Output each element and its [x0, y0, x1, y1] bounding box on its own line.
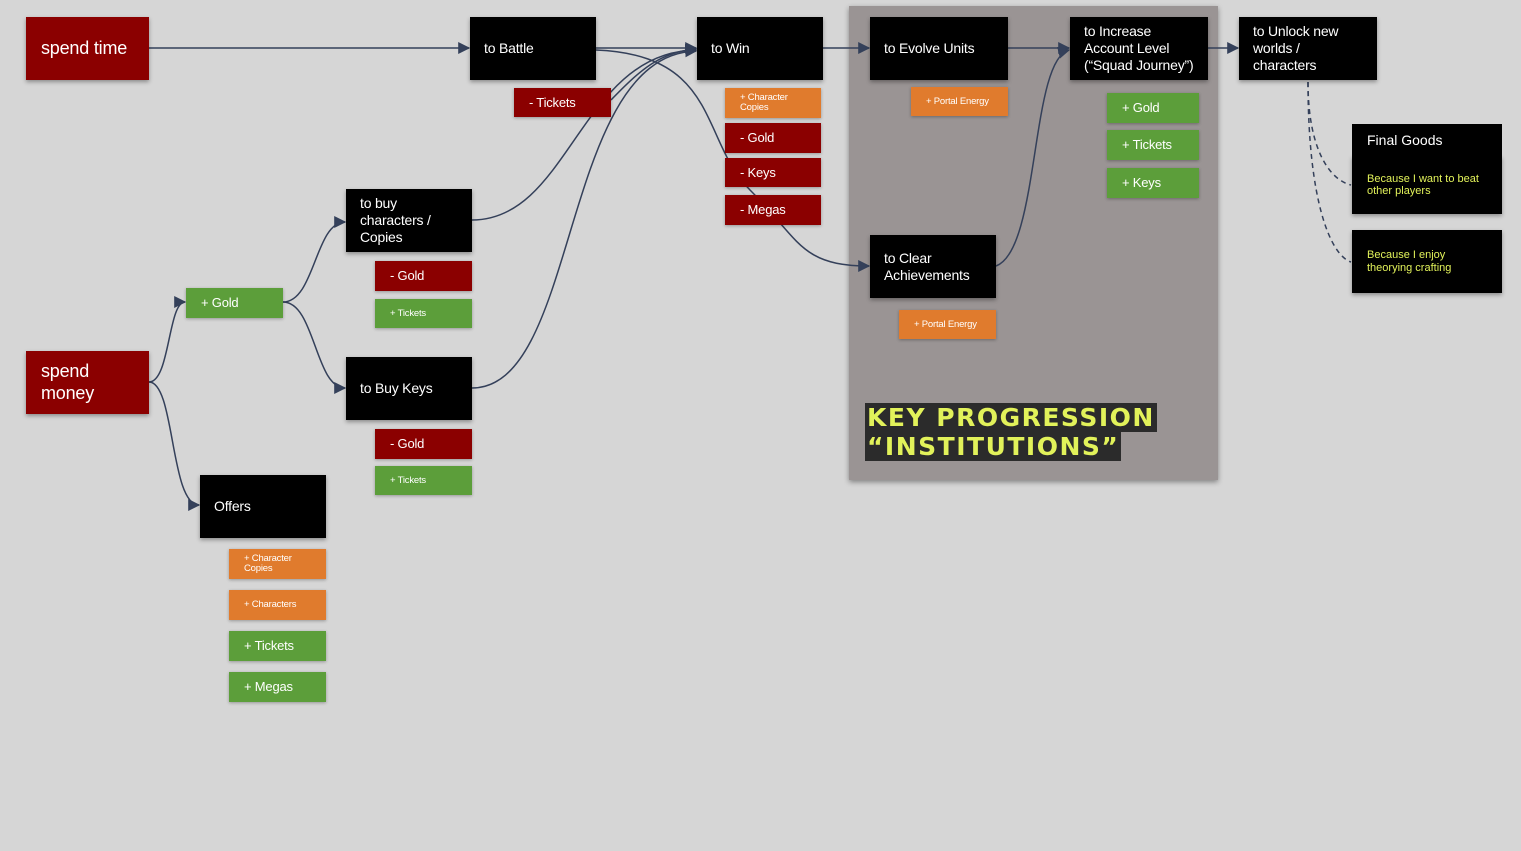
offers-megas-text: + Megas [244, 679, 293, 695]
final-goods-title: Final Goods [1352, 124, 1502, 156]
link-tickets-win [610, 43, 698, 101]
buykeys-gold-text: - Gold [390, 436, 425, 452]
offers-characters-tag: + Characters [229, 590, 326, 620]
buykeys-tickets-tag: + Tickets [375, 466, 472, 495]
offers-megas-tag: + Megas [229, 672, 326, 702]
link-money-gold [148, 296, 187, 383]
win-gold-tag: - Gold [725, 123, 821, 153]
spend-money-node[interactable]: spend money [26, 351, 149, 414]
key-progression-title: KEY PROGRESSION “INSTITUTIONS” [865, 403, 1157, 461]
to-buy-keys-label: to Buy Keys [360, 380, 433, 397]
money-gold-text: + Gold [201, 295, 239, 311]
to-evolve-units-node[interactable]: to Evolve Units [870, 17, 1008, 80]
final-goods-reason-1-text: Because I want to beat other players [1367, 172, 1479, 197]
level-tickets-tag: + Tickets [1107, 130, 1199, 160]
to-buy-keys-node[interactable]: to Buy Keys [346, 357, 472, 420]
link-buykeys-win [471, 45, 698, 389]
offers-characters-text: + Characters [244, 599, 297, 611]
link-unlock-reason1 [1307, 81, 1352, 186]
to-unlock-new-worlds-node[interactable]: to Unlock new worlds / characters [1239, 17, 1377, 80]
link-gold-buychar [282, 216, 347, 303]
to-buy-characters-node[interactable]: to buy characters / Copies [346, 189, 472, 252]
offers-character-copies-tag: + Character Copies [229, 549, 326, 579]
link-buychar-win [471, 44, 698, 221]
link-achievements-level [995, 46, 1071, 267]
battle-tickets-tag: - Tickets [514, 88, 611, 117]
level-keys-tag: + Keys [1107, 168, 1199, 198]
to-battle-node[interactable]: to Battle [470, 17, 596, 80]
win-character-copies-tag: + Character Copies [725, 88, 821, 118]
to-win-node[interactable]: to Win [697, 17, 823, 80]
to-evolve-units-label: to Evolve Units [884, 40, 975, 57]
spend-time-label: spend time [41, 37, 128, 58]
to-battle-label: to Battle [484, 40, 534, 57]
win-gold-text: - Gold [740, 130, 775, 146]
link-gold-buykeys [282, 301, 347, 394]
buykeys-tickets-text: + Tickets [390, 474, 426, 486]
final-goods-reason-2: Because I enjoy theorying crafting [1352, 230, 1502, 293]
buychar-gold-tag: - Gold [375, 261, 472, 291]
to-unlock-new-worlds-label: to Unlock new worlds / characters [1253, 23, 1339, 73]
to-buy-characters-label: to buy characters / Copies [360, 195, 431, 245]
achieve-portal-energy-text: + Portal Energy [914, 318, 977, 330]
final-goods-reason-1: Because I want to beat other players [1352, 156, 1502, 214]
offers-node[interactable]: Offers [200, 475, 326, 538]
offers-tickets-tag: + Tickets [229, 631, 326, 661]
level-tickets-text: + Tickets [1122, 137, 1172, 153]
win-keys-tag: - Keys [725, 158, 821, 187]
level-keys-text: + Keys [1122, 175, 1161, 191]
money-gold-tag: + Gold [186, 288, 283, 318]
achieve-portal-energy-tag: + Portal Energy [899, 310, 996, 339]
final-goods-reason-2-text: Because I enjoy theorying crafting [1367, 249, 1452, 274]
win-megas-tag: - Megas [725, 195, 821, 225]
link-unlock-reason2 [1307, 81, 1352, 263]
offers-label: Offers [214, 498, 251, 515]
to-increase-account-level-node[interactable]: to Increase Account Level (“Squad Journe… [1070, 17, 1208, 80]
evolve-portal-energy-text: + Portal Energy [926, 95, 989, 107]
level-gold-tag: + Gold [1107, 93, 1199, 123]
level-gold-text: + Gold [1122, 100, 1160, 116]
spend-time-node[interactable]: spend time [26, 17, 149, 80]
panel-title-line-2: “INSTITUTIONS” [865, 432, 1122, 461]
win-keys-text: - Keys [740, 164, 776, 180]
final-goods-title-text: Final Goods [1367, 132, 1443, 148]
buychar-gold-text: - Gold [390, 268, 425, 284]
panel-title-line-1: KEY PROGRESSION [865, 403, 1157, 432]
evolve-portal-energy-tag: + Portal Energy [911, 87, 1008, 116]
battle-tickets-text: - Tickets [529, 94, 576, 110]
win-character-copies-text: + Character Copies [740, 92, 788, 113]
buychar-tickets-tag: + Tickets [375, 299, 472, 328]
buychar-tickets-text: + Tickets [390, 307, 426, 319]
link-money-offers [148, 381, 201, 511]
spend-money-label: spend money [41, 360, 95, 403]
buykeys-gold-tag: - Gold [375, 429, 472, 459]
offers-tickets-text: + Tickets [244, 638, 294, 654]
win-megas-text: - Megas [740, 202, 786, 218]
offers-character-copies-text: + Character Copies [244, 553, 292, 574]
to-clear-achievements-node[interactable]: to Clear Achievements [870, 235, 996, 298]
to-clear-achievements-label: to Clear Achievements [884, 249, 970, 283]
to-increase-account-level-label: to Increase Account Level (“Squad Journe… [1084, 23, 1194, 73]
to-win-label: to Win [711, 40, 750, 57]
